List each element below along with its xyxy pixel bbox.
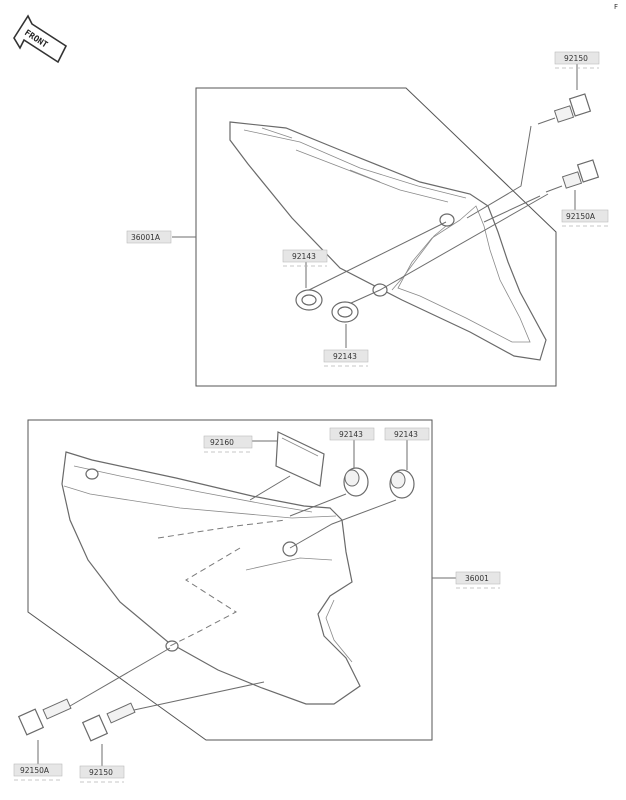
bottom-grommet-left <box>343 467 369 497</box>
label-36001: 36001 <box>455 571 501 589</box>
svg-text:36001A: 36001A <box>131 233 161 242</box>
bottom-grommet-right <box>389 469 415 499</box>
svg-text:92143: 92143 <box>333 352 357 361</box>
top-washer-right <box>331 301 359 323</box>
front-arrow-icon <box>13 14 68 64</box>
bottom-bolt-right <box>81 702 136 742</box>
top-bolt-lower <box>545 159 600 193</box>
label-92150-bottom: 92150 <box>79 765 125 783</box>
label-36001A: 36001A <box>126 230 172 244</box>
label-92143-bottom-right: 92143 <box>384 427 430 441</box>
bottom-assembly <box>17 419 456 766</box>
top-assembly <box>172 64 600 387</box>
top-bolt-upper <box>537 93 592 125</box>
top-assembly-frame <box>195 87 557 387</box>
bottom-side-cover <box>61 451 361 705</box>
svg-text:36001: 36001 <box>465 574 489 583</box>
top-washer-left <box>295 289 323 311</box>
svg-text:92150A: 92150A <box>20 766 50 775</box>
label-92150A-top: 92150A <box>561 209 609 227</box>
svg-text:92150A: 92150A <box>566 212 596 221</box>
label-92160: 92160 <box>203 435 253 453</box>
svg-text:92143: 92143 <box>394 430 418 439</box>
top-side-cover <box>229 121 547 361</box>
svg-text:92143: 92143 <box>339 430 363 439</box>
svg-text:92143: 92143 <box>292 252 316 261</box>
svg-text:92150: 92150 <box>89 768 113 777</box>
label-92143-bottom-left: 92143 <box>329 427 375 441</box>
label-92150A-bottom: 92150A <box>13 763 63 781</box>
label-92150-top: 92150 <box>554 51 600 69</box>
svg-text:92150: 92150 <box>564 54 588 63</box>
svg-text:92160: 92160 <box>210 438 234 447</box>
bottom-assembly-frame <box>27 419 433 741</box>
label-92143-top-right: 92143 <box>323 349 369 367</box>
bottom-bolt-left <box>17 698 72 736</box>
corner-label: F <box>614 3 618 11</box>
bottom-pad <box>275 431 325 487</box>
label-92143-top-left: 92143 <box>282 249 328 267</box>
